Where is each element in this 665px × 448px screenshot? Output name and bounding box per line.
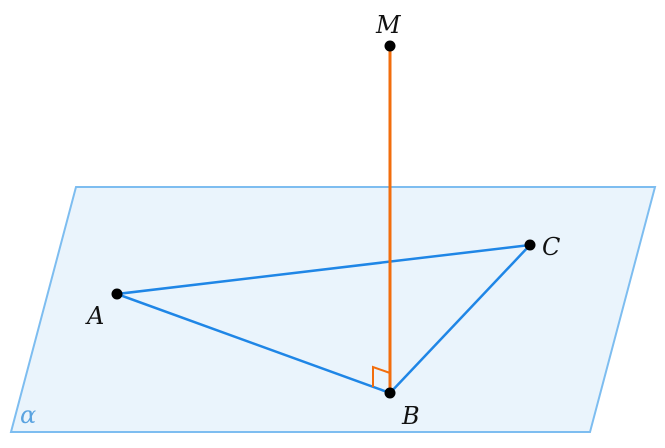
right-angle-marker: [372, 365, 391, 387]
label-m: M: [375, 11, 402, 39]
point-b: [384, 387, 396, 399]
label-a: A: [85, 302, 104, 330]
label-c: C: [542, 233, 560, 261]
point-m: [384, 40, 396, 52]
label-b: B: [401, 402, 420, 430]
plane-label-alpha: α: [20, 401, 36, 429]
plane-alpha: [9, 186, 657, 433]
segment-ab: [116, 292, 391, 395]
point-c: [524, 239, 536, 251]
segment-ca: [116, 243, 531, 296]
point-a: [111, 288, 123, 300]
segment-bc: [389, 244, 531, 394]
